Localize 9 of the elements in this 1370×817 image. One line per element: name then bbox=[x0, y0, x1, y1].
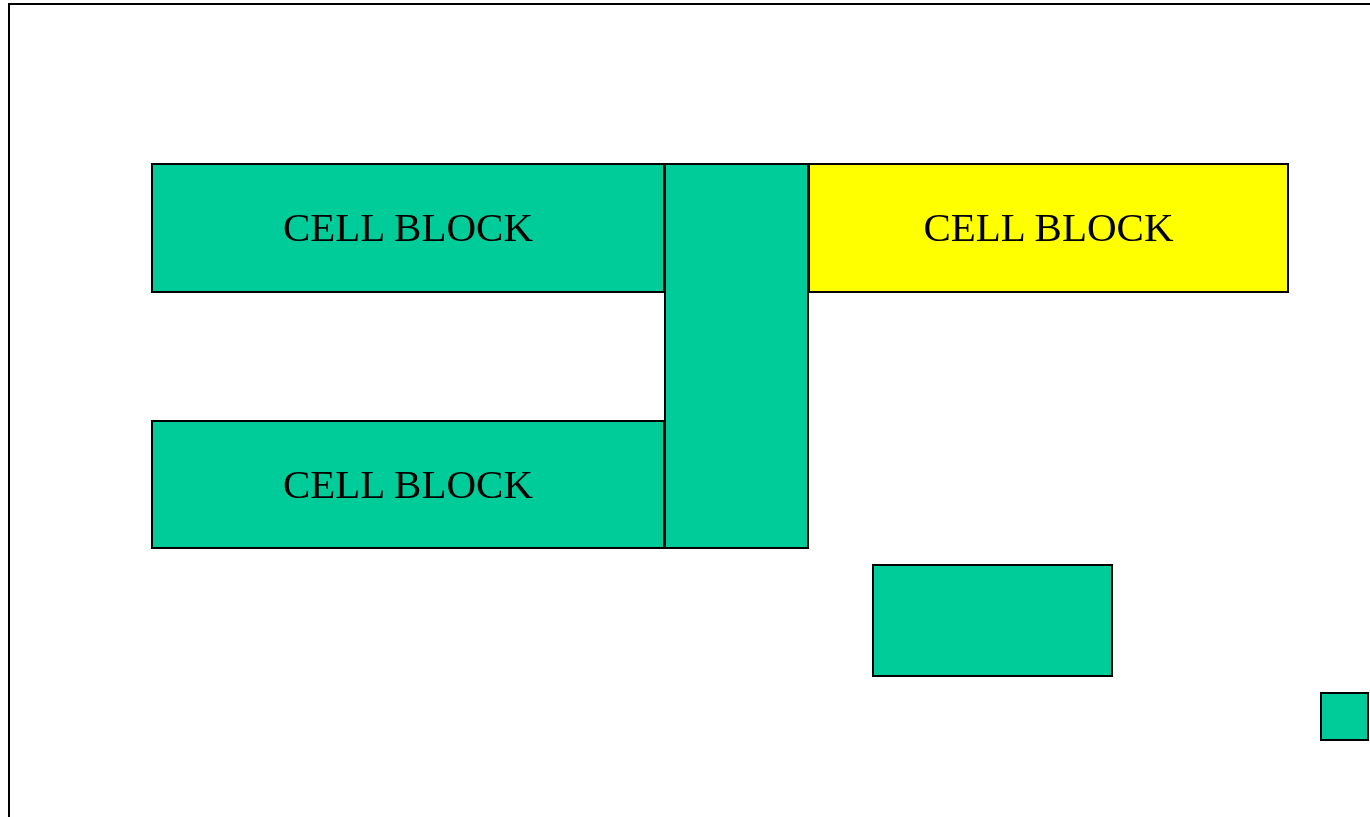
block-label: CELL BLOCK bbox=[282, 203, 534, 253]
empty-box bbox=[1320, 692, 1369, 741]
empty-box bbox=[872, 564, 1113, 677]
cell-block-box bbox=[808, 163, 1289, 293]
cell-block-box bbox=[151, 163, 665, 293]
empty-box bbox=[664, 163, 809, 549]
block-label: CELL BLOCK bbox=[923, 203, 1174, 253]
cell-block-box bbox=[151, 420, 665, 549]
block-label: CELL BLOCK bbox=[282, 459, 534, 509]
